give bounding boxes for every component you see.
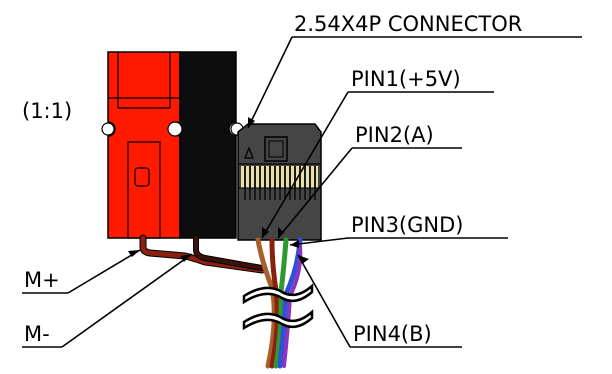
- wire-break-marks: [242, 283, 314, 331]
- motor-positive-label: M+: [24, 268, 60, 292]
- pin3-label: PIN3(GND): [351, 213, 463, 237]
- pin2-label: PIN2(A): [355, 123, 434, 147]
- leader-arrowheads: [128, 117, 309, 264]
- leader-lines: [22, 36, 582, 348]
- motor-black-half: [179, 51, 237, 239]
- pin4-label: PIN4(B): [353, 322, 432, 346]
- motor-body: [101, 51, 244, 239]
- motor-leads: [139, 234, 266, 274]
- motor-negative-label: M-: [24, 322, 50, 346]
- signal-wire-bundle: [255, 237, 303, 369]
- connector-label: 2.54X4P CONNECTOR: [294, 12, 522, 36]
- scale-label: (1:1): [22, 99, 72, 123]
- pin1-label: PIN1(+5V): [351, 67, 461, 91]
- connector-housing: [237, 123, 322, 241]
- motor-red-half: [107, 51, 181, 239]
- pin1-marker-icon: [244, 146, 254, 159]
